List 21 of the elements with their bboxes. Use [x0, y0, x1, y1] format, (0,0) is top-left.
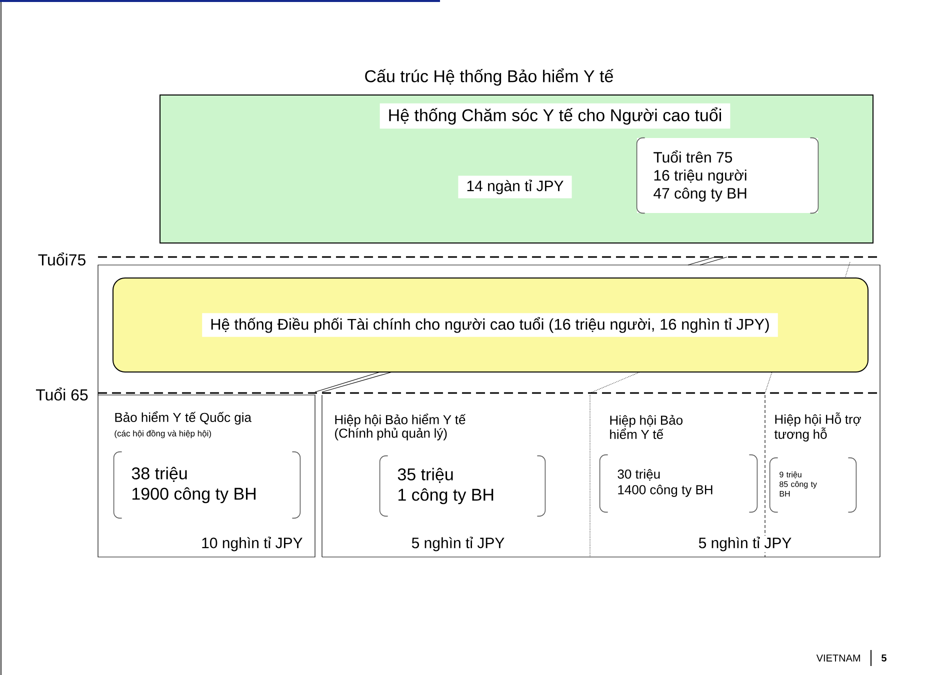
- age-label: Tuổi75: [36, 251, 88, 267]
- bracket-text: 30 triệu 1400 công ty BH: [618, 469, 712, 497]
- bracket-text: 38 triệu 1900 công ty BH: [132, 466, 256, 504]
- column-heading: Hiệp hội Bảo hiểm Y tế: [610, 415, 683, 439]
- amount: 10 nghìn tỉ JPY: [202, 536, 302, 552]
- column-subheading: (các hội đồng và hiệp hội): [114, 430, 211, 438]
- amount: 14 ngàn tỉ JPY: [458, 176, 572, 198]
- title: Cấu trúc Hệ thống Bảo hiểm Y tế: [365, 68, 614, 86]
- column-heading: Bảo hiểm Y tế Quốc gia: [115, 411, 252, 425]
- amount: 5 nghìn tỉ JPY: [697, 536, 793, 552]
- column-heading: Hiệp hội Bảo hiểm Y tế (Chính phủ quản lý): [335, 414, 466, 440]
- heading: Hệ thống Điều phối Tài chính cho người cao tuổi (16 triệu người, 16 nghìn tỉ JPY): [202, 313, 778, 337]
- bracket-text: Tuổi trên 75 16 triệu người 47 công ty BH: [654, 150, 746, 202]
- age-label: Tuổi 65: [34, 386, 90, 402]
- page-number: 5: [880, 654, 888, 662]
- column-heading: Hiệp hội Hỗ trợ tương hỗ: [774, 412, 861, 442]
- bracket-text: 9 triệu 85 công ty BH: [780, 472, 817, 497]
- amount: 5 nghìn tỉ JPY: [412, 536, 504, 552]
- footer-text: VIETNAM: [815, 654, 862, 662]
- heading: Hệ thống Chăm sóc Y tế cho Người cao tuổi: [380, 103, 730, 129]
- bracket-text: 35 triệu 1 công ty BH: [398, 468, 494, 504]
